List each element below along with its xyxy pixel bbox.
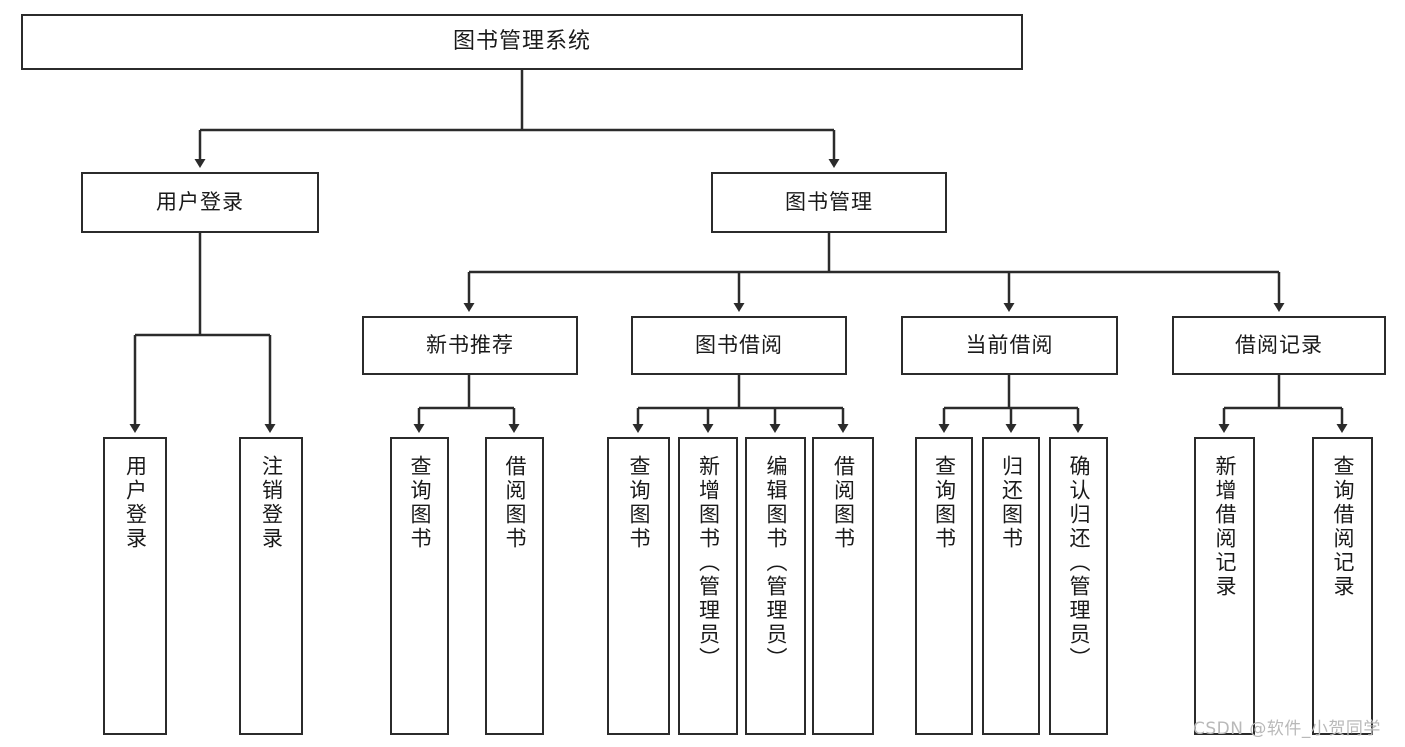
node-user-login[interactable]: 用户登录 xyxy=(81,172,319,233)
node-leaf-query-book-3-label: 查询图书 xyxy=(932,455,957,551)
node-book-manage[interactable]: 图书管理 xyxy=(711,172,947,233)
node-leaf-query-book-1[interactable]: 查询图书 xyxy=(390,437,449,735)
node-leaf-return-book[interactable]: 归还图书 xyxy=(982,437,1040,735)
node-leaf-query-book-1-label: 查询图书 xyxy=(408,455,432,551)
node-current-borrow-label: 当前借阅 xyxy=(965,333,1054,358)
node-leaf-borrow-book-2[interactable]: 借阅图书 xyxy=(812,437,874,735)
node-leaf-user-login[interactable]: 用户登录 xyxy=(103,437,167,735)
node-leaf-user-login-label: 用户登录 xyxy=(123,455,148,551)
node-new-book-rec[interactable]: 新书推荐 xyxy=(362,316,578,375)
node-leaf-add-record-label: 新增借阅记录 xyxy=(1213,455,1237,599)
node-leaf-edit-book[interactable]: 编辑图书（管理员） xyxy=(745,437,806,735)
node-leaf-query-record-label: 查询借阅记录 xyxy=(1331,455,1355,599)
node-new-book-rec-label: 新书推荐 xyxy=(426,333,514,358)
node-leaf-query-book-2-label: 查询图书 xyxy=(627,455,651,551)
node-root-label: 图书管理系统 xyxy=(452,29,591,55)
node-leaf-confirm-return-label: 确认归还（管理员） xyxy=(1067,455,1091,671)
node-book-borrow[interactable]: 图书借阅 xyxy=(631,316,847,375)
node-leaf-confirm-return[interactable]: 确认归还（管理员） xyxy=(1049,437,1108,735)
node-leaf-query-record[interactable]: 查询借阅记录 xyxy=(1312,437,1373,735)
node-leaf-add-book-label: 新增图书（管理员） xyxy=(696,455,721,671)
node-leaf-query-book-3[interactable]: 查询图书 xyxy=(915,437,973,735)
node-book-borrow-label: 图书借阅 xyxy=(695,333,783,358)
node-leaf-query-book-2[interactable]: 查询图书 xyxy=(607,437,670,735)
node-root[interactable]: 图书管理系统 xyxy=(21,14,1023,70)
node-leaf-add-record[interactable]: 新增借阅记录 xyxy=(1194,437,1255,735)
node-borrow-record[interactable]: 借阅记录 xyxy=(1172,316,1386,375)
node-leaf-logout[interactable]: 注销登录 xyxy=(239,437,303,735)
node-leaf-borrow-book-1[interactable]: 借阅图书 xyxy=(485,437,544,735)
node-leaf-edit-book-label: 编辑图书（管理员） xyxy=(764,455,788,671)
node-leaf-add-book[interactable]: 新增图书（管理员） xyxy=(678,437,738,735)
node-leaf-return-book-label: 归还图书 xyxy=(999,455,1024,551)
node-current-borrow[interactable]: 当前借阅 xyxy=(901,316,1118,375)
node-user-login-label: 用户登录 xyxy=(156,190,244,215)
node-leaf-borrow-book-1-label: 借阅图书 xyxy=(503,455,527,551)
node-leaf-borrow-book-2-label: 借阅图书 xyxy=(831,455,856,551)
node-leaf-logout-label: 注销登录 xyxy=(259,455,284,551)
node-book-manage-label: 图书管理 xyxy=(785,190,873,215)
node-borrow-record-label: 借阅记录 xyxy=(1235,333,1323,358)
